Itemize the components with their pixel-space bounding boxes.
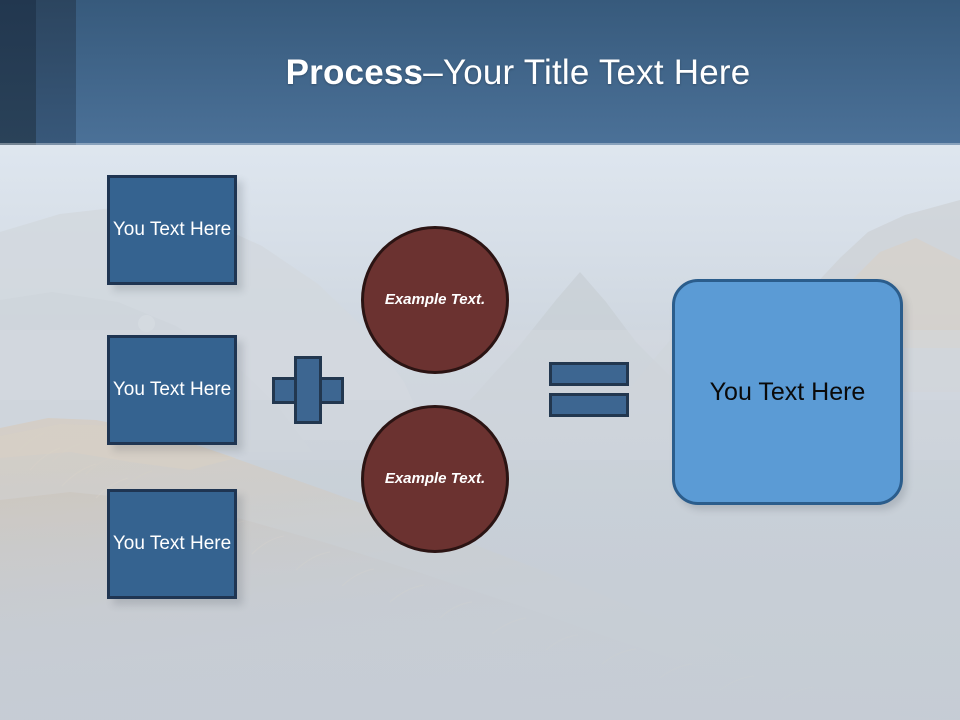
equals-top-bar xyxy=(549,362,629,386)
page-title-light: Your Title Text Here xyxy=(442,52,751,92)
page-title-strong: Process xyxy=(285,52,424,92)
plus-center-fill xyxy=(297,380,319,401)
equals-icon xyxy=(549,362,629,418)
input-box-3-label: You Text Here xyxy=(112,533,232,555)
plus-icon xyxy=(272,356,344,424)
result-box[interactable]: You Text Here xyxy=(672,279,903,505)
background-blob xyxy=(138,315,155,332)
page-title-separator: – xyxy=(423,52,443,92)
header-band-mid xyxy=(36,0,76,145)
input-box-1-label: You Text Here xyxy=(112,219,232,241)
header-underline xyxy=(0,143,960,145)
result-box-label: You Text Here xyxy=(709,377,866,406)
input-box-2[interactable]: You Text Here xyxy=(107,335,237,445)
slide-header: Process – Your Title Text Here xyxy=(0,0,960,145)
input-box-1[interactable]: You Text Here xyxy=(107,175,237,285)
example-circle-2-label: Example Text. xyxy=(384,469,486,487)
input-box-3[interactable]: You Text Here xyxy=(107,489,237,599)
header-band-dark xyxy=(0,0,36,145)
page-title: Process – Your Title Text Here xyxy=(76,0,960,145)
equals-bottom-bar xyxy=(549,393,629,417)
example-circle-1[interactable]: Example Text. xyxy=(361,226,509,374)
header-band-light xyxy=(76,0,960,145)
example-circle-1-label: Example Text. xyxy=(384,290,486,308)
input-box-2-label: You Text Here xyxy=(112,379,232,401)
example-circle-2[interactable]: Example Text. xyxy=(361,405,509,553)
